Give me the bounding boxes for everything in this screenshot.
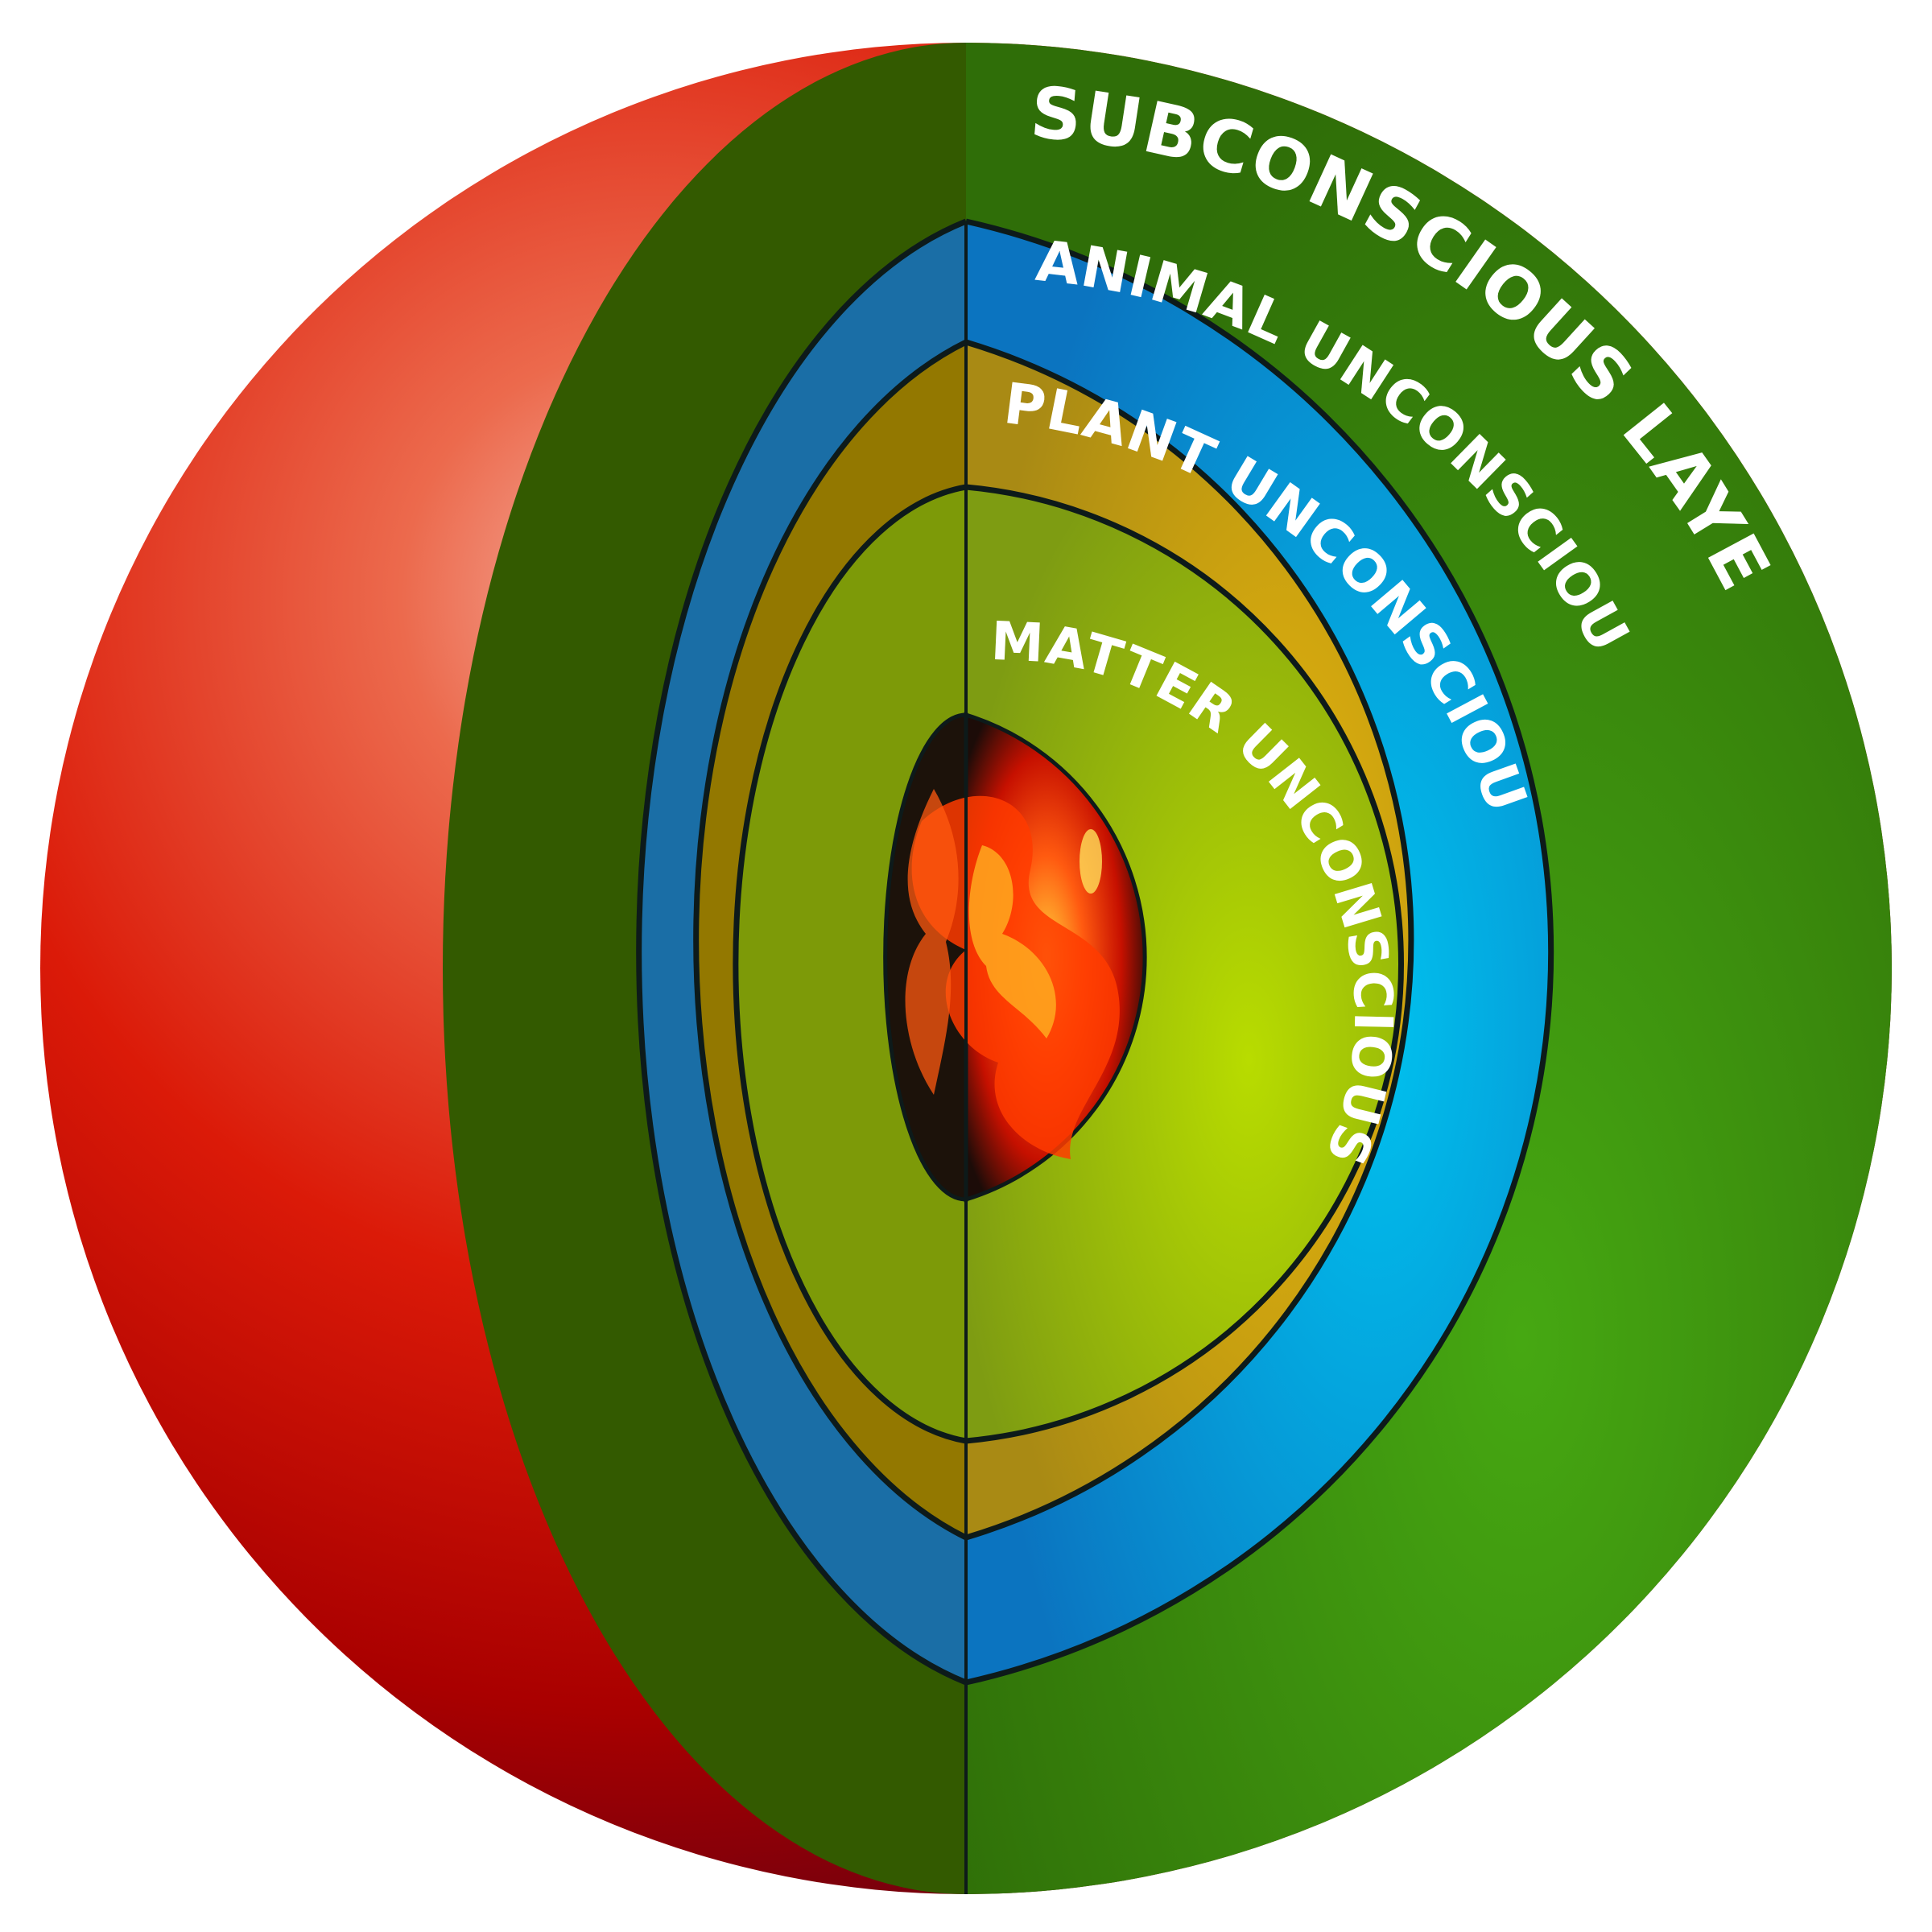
matter-layer-cut [735, 487, 966, 1441]
matter-cut-outline [733, 484, 967, 1444]
matter-outline [965, 484, 1404, 1444]
fire-core [883, 712, 1147, 1203]
matter-layer-ring [966, 487, 1402, 1441]
flame-left [905, 789, 959, 1095]
flame-highlight [968, 845, 1056, 1038]
plant-outline [964, 339, 1414, 1541]
flame-spark [1080, 829, 1102, 894]
plant-cut-outline [693, 339, 968, 1541]
animal-outline [965, 218, 1554, 1686]
animal-cut-outline [636, 218, 968, 1686]
